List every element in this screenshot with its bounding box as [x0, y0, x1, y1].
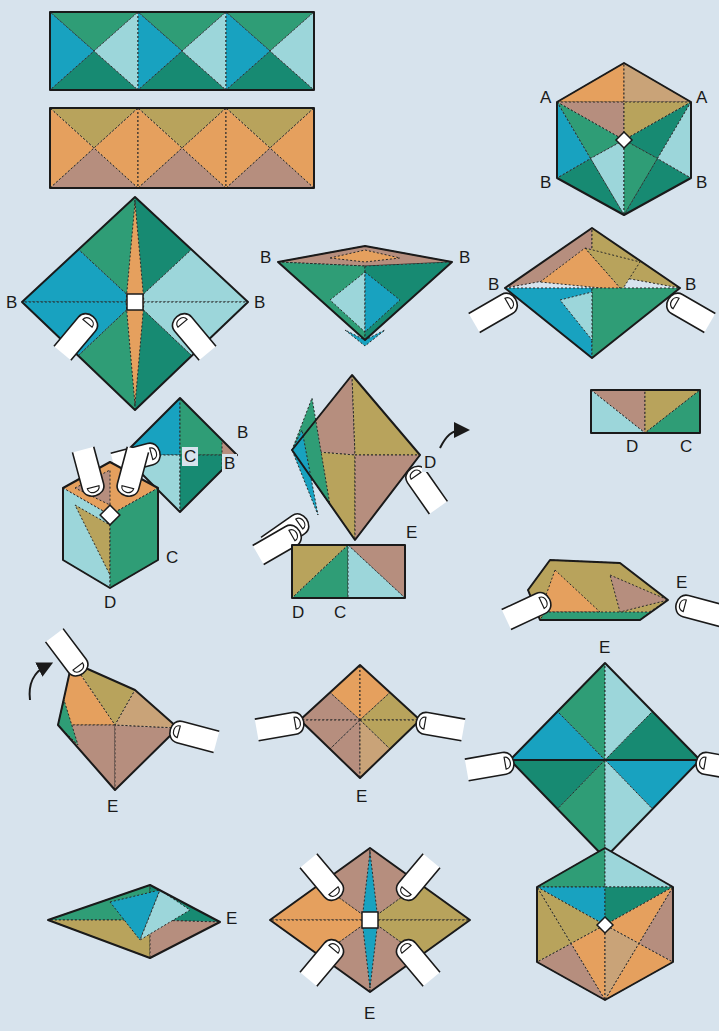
fold-step	[270, 848, 470, 992]
fold-step	[591, 390, 700, 433]
point-label: B	[4, 293, 19, 312]
hexagon-end	[537, 848, 673, 1000]
fold-step	[502, 560, 719, 629]
fold-step	[22, 197, 248, 410]
point-label: E	[105, 797, 120, 816]
point-label: B	[486, 275, 501, 294]
fold-step	[292, 545, 405, 598]
point-label: D	[102, 593, 118, 612]
point-label: B	[235, 423, 250, 442]
fold-step	[255, 665, 465, 778]
point-label: E	[362, 1004, 377, 1023]
point-label: B	[457, 248, 472, 267]
fold-step	[48, 885, 220, 958]
point-label: A	[538, 88, 553, 107]
point-label: E	[404, 523, 419, 542]
point-label: D	[624, 437, 640, 456]
point-label: B	[538, 173, 553, 192]
point-label: D	[422, 453, 438, 472]
point-label: E	[597, 638, 612, 657]
fold-step	[30, 629, 220, 790]
point-label: C	[164, 548, 180, 567]
point-label: E	[674, 573, 689, 592]
point-label: A	[694, 88, 709, 107]
point-label: E	[354, 787, 369, 806]
point-label: D	[290, 603, 306, 622]
point-label: C	[182, 447, 198, 466]
hexagon-start	[557, 63, 691, 215]
fold-step	[465, 663, 719, 858]
fold-step	[111, 398, 237, 512]
point-label: C	[678, 437, 694, 456]
point-label: B	[252, 293, 267, 312]
strip-teal	[50, 12, 314, 90]
strip-orange	[50, 108, 314, 188]
fold-step	[469, 228, 716, 358]
point-label: B	[694, 173, 709, 192]
fold-step	[63, 447, 158, 588]
point-label: B	[222, 454, 237, 473]
point-label: C	[332, 603, 348, 622]
fold-step	[253, 375, 462, 565]
fold-step	[278, 246, 452, 346]
point-label: B	[258, 248, 273, 267]
point-label: B	[683, 275, 698, 294]
point-label: E	[224, 909, 239, 928]
